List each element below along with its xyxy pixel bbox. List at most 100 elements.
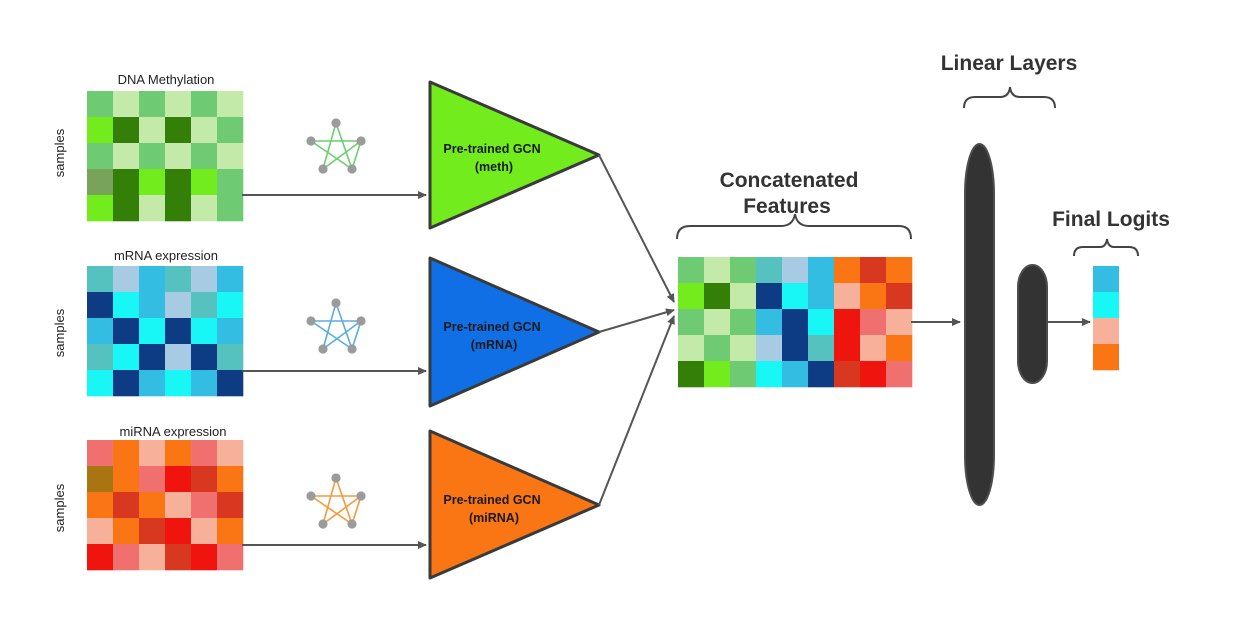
final-logits-brace	[1073, 238, 1139, 257]
gcn-label-mrna-line2: (mRNA)	[471, 338, 518, 352]
heatmap-cell	[217, 544, 244, 571]
graph-node	[318, 519, 328, 529]
concat-cell	[730, 309, 757, 336]
graph-edge	[335, 122, 353, 170]
concat-cell	[860, 335, 887, 362]
heatmap-cell	[87, 266, 114, 293]
gcn-triangle-mirna	[428, 429, 601, 580]
heatmap-cell	[113, 544, 140, 571]
concat-cell	[704, 335, 731, 362]
concat-cell	[886, 283, 913, 310]
heatmap-cell	[217, 318, 244, 345]
concat-cell	[782, 335, 809, 362]
gcn-label-mirna-line1: Pre-trained GCN	[443, 493, 540, 507]
heatmap-cell	[113, 492, 140, 519]
heatmap-cell	[87, 370, 114, 397]
gcn-label-mrna-line1: Pre-trained GCN	[443, 320, 540, 334]
heatmap-cell	[191, 169, 218, 196]
concat-cell	[808, 361, 835, 388]
graph-icon-meth	[306, 118, 366, 174]
graph-node	[306, 316, 316, 326]
gcn-triangle-mrna	[428, 256, 601, 408]
heatmap-cell	[87, 117, 114, 144]
heatmap-cell	[113, 169, 140, 196]
gcn-triangle-meth	[428, 80, 601, 230]
heatmap-cell	[87, 466, 114, 493]
concat-cell	[730, 257, 757, 284]
graph-edge	[335, 302, 353, 350]
concat-cell	[704, 309, 731, 336]
concatenated-features-heatmap	[678, 257, 913, 388]
heatmap-cell	[191, 195, 218, 222]
heatmap-cell	[191, 492, 218, 519]
heatmap-cell	[191, 266, 218, 293]
heatmap-cell	[191, 370, 218, 397]
heatmap-cell	[191, 143, 218, 170]
concat-cell	[808, 309, 835, 336]
heatmap-cell	[165, 117, 192, 144]
heatmap-cell	[165, 292, 192, 319]
heatmap-cell	[191, 440, 218, 467]
graph-edge	[351, 140, 362, 170]
heatmap-cell	[87, 169, 114, 196]
concat-cell	[678, 257, 705, 284]
final-logits-vector	[1093, 266, 1119, 371]
heatmap-cell	[217, 440, 244, 467]
concat-cell	[704, 283, 731, 310]
gcn-label-meth-line1: Pre-trained GCN	[443, 142, 540, 156]
graph-edge	[322, 122, 337, 170]
heatmap-cell	[113, 518, 140, 545]
heatmap-cell	[87, 518, 114, 545]
heatmap-cell	[165, 492, 192, 519]
heatmap-cell	[165, 143, 192, 170]
concat-cell	[886, 361, 913, 388]
graph-node	[347, 344, 357, 354]
heatmap-cell	[113, 143, 140, 170]
heatmap-cell	[165, 91, 192, 118]
heatmap-cell	[87, 544, 114, 571]
concat-cell	[756, 335, 783, 362]
graph-node	[318, 164, 328, 174]
heatmap-cell	[139, 492, 166, 519]
heatmap-cell	[217, 518, 244, 545]
concat-cell	[834, 335, 861, 362]
heatmap-cell	[165, 544, 192, 571]
arrow-gcn-meth-to-concat	[598, 154, 675, 303]
heatmap-cell	[191, 466, 218, 493]
concat-cell	[730, 361, 757, 388]
heatmap-cell	[113, 318, 140, 345]
graph-node	[347, 164, 357, 174]
heatmap-cell	[113, 266, 140, 293]
heatmap-cell	[113, 292, 140, 319]
heatmap-cell	[165, 169, 192, 196]
linear-layer-1	[964, 143, 995, 506]
samples-label-mirna: samples	[52, 483, 67, 532]
heatmap-cell	[217, 370, 244, 397]
concat-cell	[834, 257, 861, 284]
heatmap-cell	[139, 91, 166, 118]
heatmap-cell	[139, 440, 166, 467]
concat-title-line1: Concatenated	[720, 169, 859, 192]
concat-cell	[730, 335, 757, 362]
concat-cell	[860, 283, 887, 310]
samples-label-meth: samples	[52, 128, 67, 177]
linear-layers-brace	[963, 86, 1056, 109]
gcn-label-mirna-line2: (miRNA)	[469, 511, 519, 525]
linear-layer-2	[1017, 264, 1048, 384]
graph-node	[347, 519, 357, 529]
concat-cell	[782, 283, 809, 310]
heatmap-cell	[139, 466, 166, 493]
heatmap-cell	[165, 266, 192, 293]
heatmap-cell	[165, 518, 192, 545]
heatmap-cell	[139, 370, 166, 397]
heatmap-cell	[217, 266, 244, 293]
heatmap-cell	[139, 117, 166, 144]
heatmap-cell	[139, 344, 166, 371]
heatmap-cell	[139, 169, 166, 196]
concat-cell	[834, 309, 861, 336]
input-title-meth: DNA Methylation	[118, 72, 215, 87]
concat-cell	[860, 257, 887, 284]
heatmap-cell	[139, 318, 166, 345]
concat-cell	[886, 257, 913, 284]
